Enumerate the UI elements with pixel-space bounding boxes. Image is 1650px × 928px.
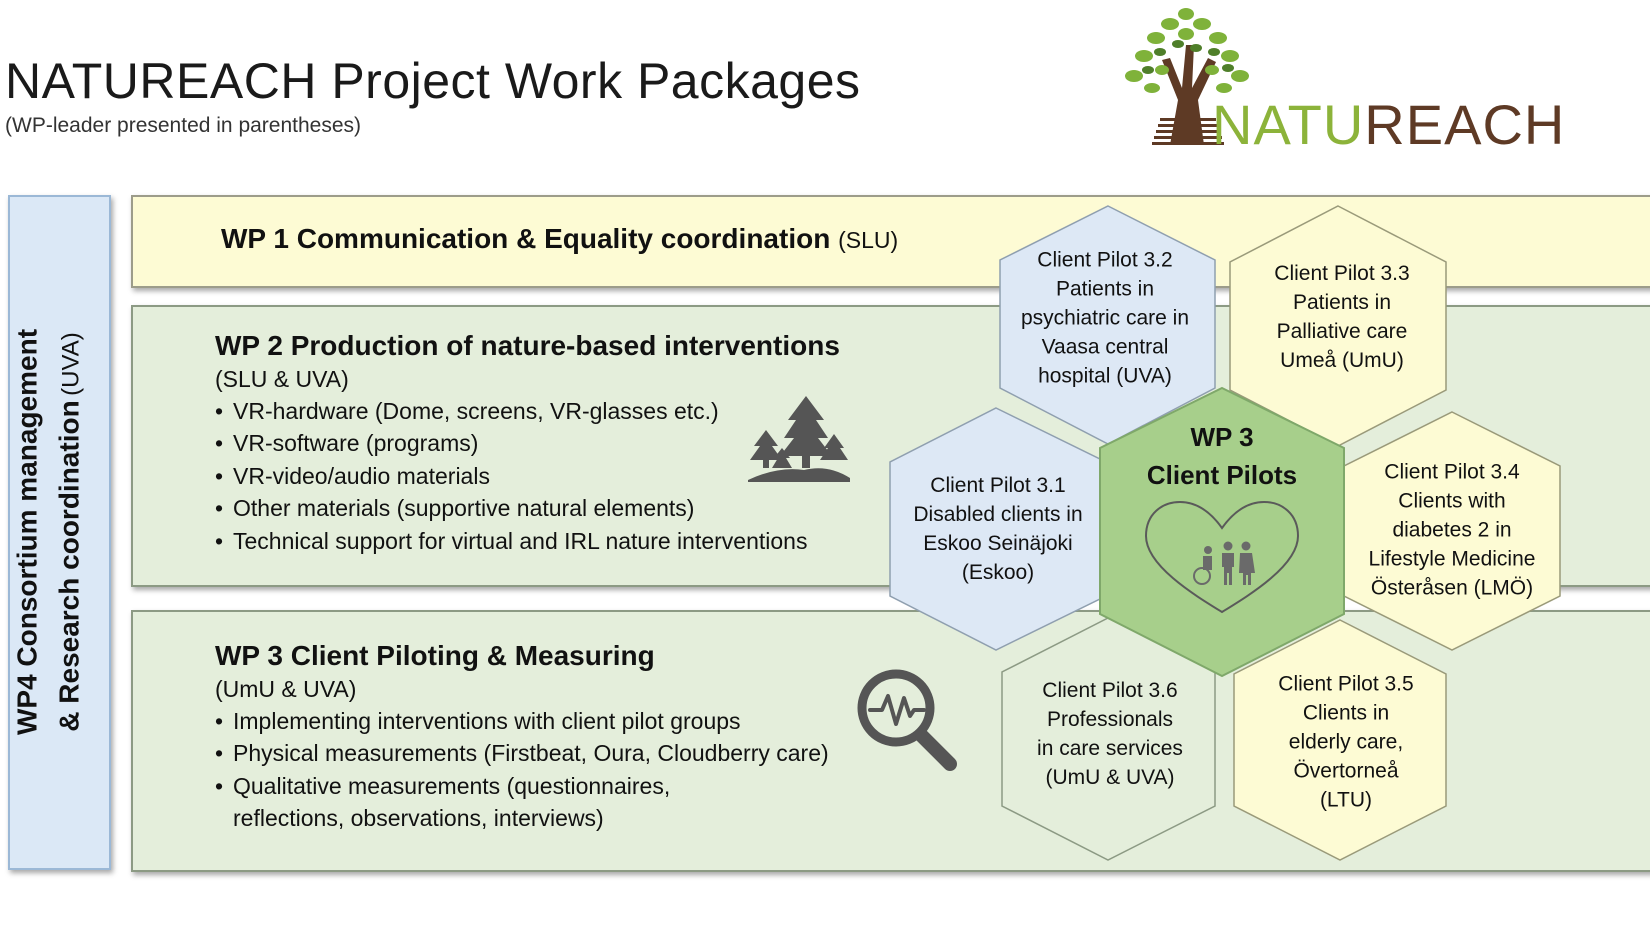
wp3-leader: (UmU & UVA)	[215, 676, 357, 702]
wp2-title: WP 2 Production of nature-based interven…	[215, 330, 840, 361]
wp4-label: WP4 Consortium management & Research coo…	[7, 329, 96, 735]
list-item: •VR-video/audio materials	[215, 462, 490, 489]
center-title: WP 3 Client Pilots	[1146, 422, 1298, 490]
wp3-list: •Implementing interventions with client …	[215, 705, 829, 835]
forest-icon	[748, 396, 850, 482]
list-item: •VR-hardware (Dome, screens, VR-glasses …	[215, 398, 719, 424]
wp1-leader: (SLU)	[838, 227, 899, 253]
natureach-logo	[1125, 8, 1249, 145]
wp4-leader: (UVA)	[57, 332, 85, 396]
wp3-title: WP 3 Client Piloting & Measuring	[215, 640, 655, 671]
list-item: •VR-software (programs)	[215, 430, 479, 457]
page-subtitle: (WP-leader presented in parentheses)	[5, 114, 362, 137]
wp2-leader: (SLU & UVA)	[215, 366, 349, 392]
wp1-heading: WP 1 Communication & Equality coordinati…	[221, 223, 898, 255]
wp2-block: WP 2 Production of nature-based interven…	[215, 329, 840, 557]
list-item: •Implementing interventions with client …	[215, 708, 741, 734]
wp4-title-line1: WP4 Consortium management	[11, 328, 43, 736]
logo-wordmark: NATUREACH	[1212, 93, 1566, 156]
page-title: NATUREACH Project Work Packages	[5, 53, 861, 109]
wp4-panel	[8, 195, 111, 870]
magnifier-pulse-icon	[857, 669, 957, 771]
wp3-block: WP 3 Client Piloting & Measuring (UmU & …	[215, 639, 829, 835]
list-item: •Technical support for virtual and IRL n…	[215, 527, 808, 554]
wp2-list: •VR-hardware (Dome, screens, VR-glasses …	[215, 395, 840, 557]
wp4-title-line2: & Research coordination	[53, 400, 85, 732]
list-item: •Other materials (supportive natural ele…	[215, 495, 695, 522]
list-item: •Physical measurements (Firstbeat, Oura,…	[215, 740, 829, 767]
wp1-title: WP 1 Communication & Equality coordinati…	[221, 223, 831, 254]
list-item: •Qualitative measurements (questionnaire…	[215, 772, 671, 832]
tree-icon	[1125, 8, 1249, 145]
